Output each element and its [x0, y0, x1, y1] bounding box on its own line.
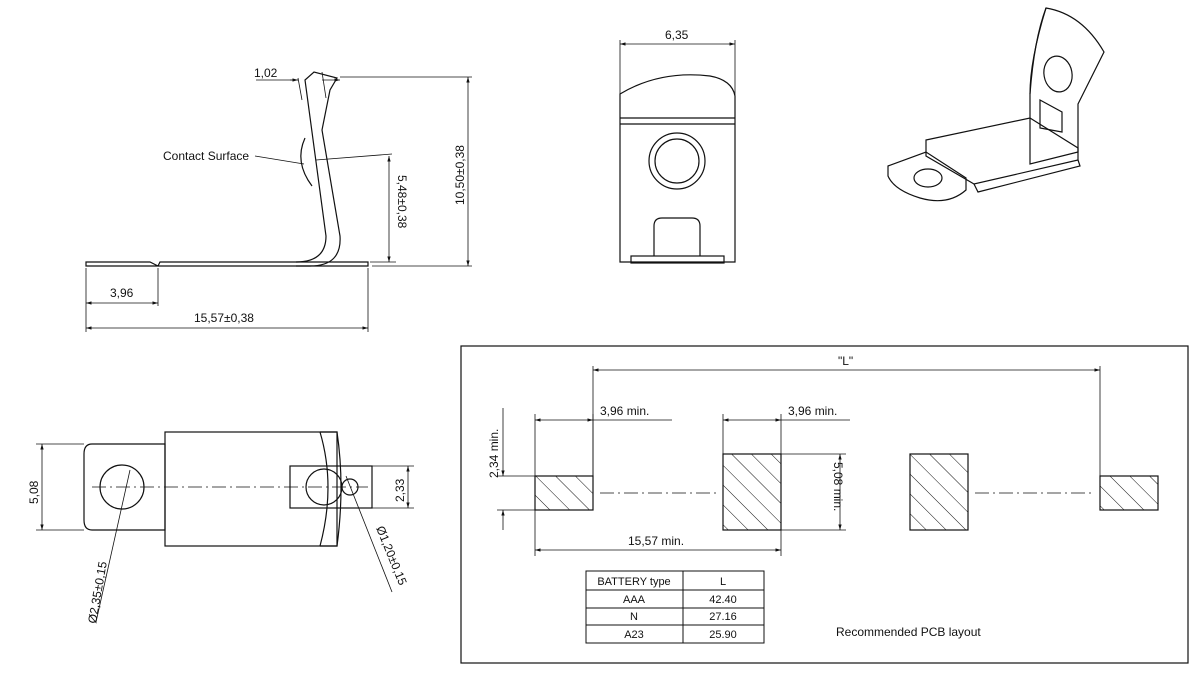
top-body: [164, 431, 338, 547]
dim-thickness-label: 1,02: [254, 66, 278, 80]
dim-L-label: "L": [838, 354, 853, 368]
table-header-L: L: [720, 576, 726, 588]
iso-tab-hole: [913, 168, 943, 188]
dim-length-label: 15,57±0,38: [194, 311, 254, 325]
front-view: 6,35: [619, 28, 736, 264]
dim-small-hole-label: Ø1,20±0,15: [373, 524, 410, 588]
pcb-pad-4: [1099, 475, 1159, 511]
dim-pad-height-2-label: 5,08 min.: [831, 462, 845, 511]
dim-top-width-label: 5,08: [27, 480, 41, 504]
dim-slot-label: 2,33: [393, 478, 407, 502]
pcb-frame: [460, 345, 1189, 664]
table-row-2-type: N: [630, 611, 638, 623]
front-notch: [653, 217, 701, 256]
dim-pitch-label: 15,57 min.: [628, 534, 684, 548]
iso-upper-hole: [1043, 55, 1073, 93]
contact-surface-label: Contact Surface: [163, 149, 249, 163]
dim-total-height-label: 10,50±0,38: [453, 145, 467, 205]
side-profile-outline: [85, 71, 341, 267]
pcb-pad-3: [909, 453, 969, 531]
dim-large-hole-label: Ø2,35±0,15: [85, 560, 110, 624]
table-row-1-type: AAA: [623, 594, 646, 606]
table-row-2-L: 27.16: [709, 611, 737, 623]
dim-tab-label: 3,96: [110, 286, 134, 300]
iso-base-plate: [925, 117, 1079, 185]
pcb-caption: Recommended PCB layout: [836, 625, 981, 639]
side-view: 1,02 Contact Surface 5,48±0,38 10,50±0,3…: [85, 66, 472, 332]
table-header-type: BATTERY type: [597, 576, 670, 588]
pcb-pad-1: [534, 475, 594, 511]
battery-table: BATTERY type L AAA 42.40 N 27.16 A23 25.…: [585, 570, 765, 644]
pcb-layout-panel: "L" 3,96 min. 3,96 min. 2,34 min. 5,08 m…: [460, 345, 1189, 664]
front-hole-outer: [648, 132, 706, 190]
top-view: 5,08 2,33 Ø2,35±0,15 Ø1,20±0,15: [27, 431, 414, 625]
dim-contact-height-label: 5,48±0,38: [395, 175, 409, 229]
dim-pad-width-1-label: 3,96 min.: [600, 404, 649, 418]
front-hole-inner: [654, 138, 700, 184]
table-row-1-L: 42.40: [709, 594, 737, 606]
contact-bump: [300, 137, 313, 187]
top-tab-outline: [83, 443, 166, 531]
table-row-3-type: A23: [624, 629, 644, 641]
dim-pad-width-2-label: 3,96 min.: [788, 404, 837, 418]
front-outline: [619, 74, 736, 263]
pcb-pad-2: [722, 453, 782, 531]
isometric-view: [887, 7, 1105, 202]
dim-front-width-label: 6,35: [665, 28, 689, 42]
table-row-3-L: 25.90: [709, 629, 737, 641]
iso-tab: [887, 151, 967, 202]
dim-pad-height-label: 2,34 min.: [487, 429, 501, 478]
